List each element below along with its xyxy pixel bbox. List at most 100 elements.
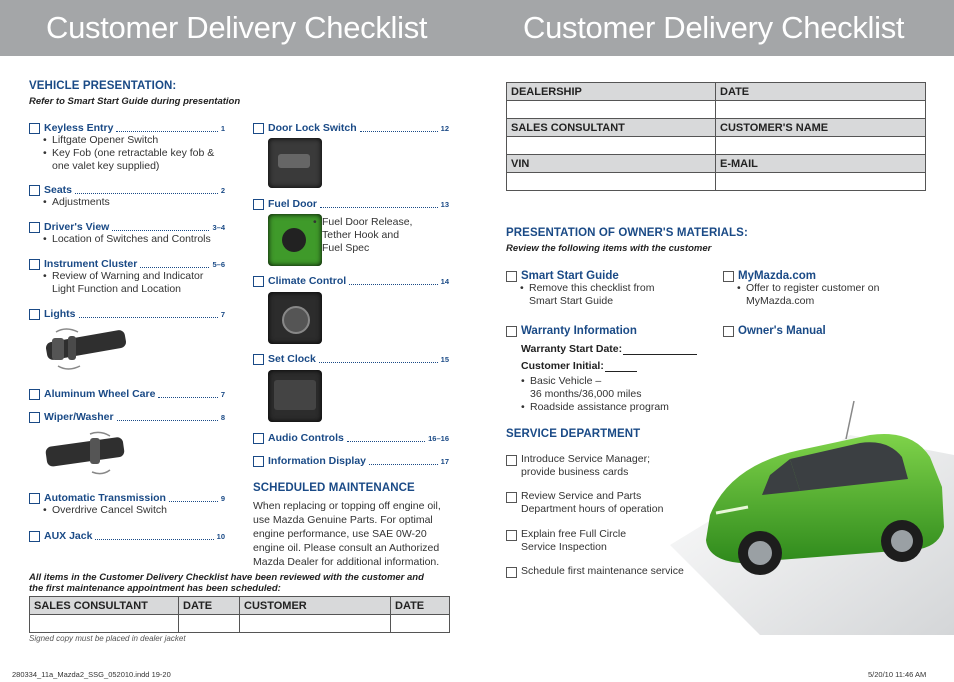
checkbox[interactable] bbox=[253, 275, 264, 287]
bullet-cont: 36 months/36,000 miles bbox=[530, 388, 642, 400]
checkbox[interactable] bbox=[723, 270, 734, 282]
checkbox[interactable] bbox=[29, 388, 40, 400]
owners-item-warranty[interactable]: Warranty Information bbox=[506, 325, 637, 337]
warranty-start-date-line[interactable] bbox=[623, 343, 698, 355]
bullet: Roadside assistance program bbox=[521, 401, 669, 414]
service-line: provide business cards bbox=[521, 466, 629, 478]
owners-subtitle: Review the following items with the cust… bbox=[506, 243, 712, 254]
item-label: Audio Controls bbox=[268, 432, 344, 444]
checkbox[interactable] bbox=[506, 530, 517, 541]
owners-item-mymazda[interactable]: MyMazda.com Offer to register customer o… bbox=[723, 270, 879, 308]
checkbox[interactable] bbox=[29, 221, 40, 233]
signoff-col-date: DATE bbox=[390, 596, 450, 615]
checkbox[interactable] bbox=[506, 492, 517, 503]
file-slug: 280334_11a_Mazda2_SSG_052010.indd 19-20 bbox=[12, 670, 171, 679]
checkbox[interactable] bbox=[253, 432, 264, 444]
service-item-schedule-maintenance[interactable]: Schedule first maintenance service bbox=[506, 565, 684, 578]
checkbox[interactable] bbox=[506, 325, 517, 337]
checkbox[interactable] bbox=[29, 122, 40, 134]
owners-title: PRESENTATION OF OWNER'S MATERIALS: bbox=[506, 227, 748, 239]
signoff-note: All items in the Customer Delivery Check… bbox=[29, 572, 424, 594]
owners-item-owners-manual[interactable]: Owner's Manual bbox=[723, 325, 826, 337]
item-label: Owner's Manual bbox=[738, 325, 826, 337]
checkbox[interactable] bbox=[253, 455, 264, 467]
service-line: Schedule first maintenance service bbox=[521, 565, 684, 577]
vehicle-section-title: VEHICLE PRESENTATION: bbox=[29, 80, 177, 92]
checkbox[interactable] bbox=[29, 492, 40, 504]
item-label: Instrument Cluster bbox=[44, 258, 138, 270]
page-number: 17 bbox=[440, 456, 449, 466]
info-cell[interactable] bbox=[506, 172, 716, 191]
item-label: Set Clock bbox=[268, 353, 316, 365]
checkbox[interactable] bbox=[29, 308, 40, 320]
checkbox[interactable] bbox=[723, 325, 734, 337]
info-cell[interactable] bbox=[506, 100, 716, 119]
info-cell[interactable] bbox=[715, 100, 926, 119]
checkbox[interactable] bbox=[29, 530, 40, 542]
info-label-customer-name: CUSTOMER'S NAME bbox=[715, 118, 926, 137]
checkbox[interactable] bbox=[29, 258, 40, 270]
info-table: DEALERSHIP DATE SALES CONSULTANT CUSTOME… bbox=[506, 82, 926, 191]
item-label: Climate Control bbox=[268, 275, 347, 287]
info-cell[interactable] bbox=[715, 172, 926, 191]
warranty-start-date: Warranty Start Date: bbox=[521, 343, 698, 355]
vehicle-section-subtitle: Refer to Smart Start Guide during presen… bbox=[29, 96, 241, 107]
item-label: Lights bbox=[44, 308, 76, 320]
bullet: Adjustments bbox=[43, 196, 225, 209]
info-cell[interactable] bbox=[715, 136, 926, 155]
signoff-cell[interactable] bbox=[239, 614, 391, 633]
checkbox[interactable] bbox=[253, 122, 264, 134]
checkbox[interactable] bbox=[506, 455, 517, 466]
item-label: Seats bbox=[44, 184, 73, 196]
item-label: Keyless Entry bbox=[44, 122, 114, 134]
checkbox[interactable] bbox=[29, 411, 40, 423]
bullet: Offer to register customer on bbox=[737, 282, 879, 295]
service-line: Review Service and Parts bbox=[521, 490, 642, 502]
page-title-right: Customer Delivery Checklist bbox=[523, 10, 905, 45]
fuel-door-bullets: Fuel Door Release, Tether Hook and Fuel … bbox=[313, 216, 412, 255]
wiper-stalk-image bbox=[45, 431, 125, 475]
customer-initial-line[interactable] bbox=[604, 360, 637, 372]
bullet: Overdrive Cancel Switch bbox=[43, 504, 225, 517]
door-lock-image bbox=[268, 138, 322, 188]
signoff-col-date: DATE bbox=[178, 596, 240, 615]
item-label: MyMazda.com bbox=[738, 270, 816, 282]
checklist-item-set-clock[interactable]: Set Clock 15 bbox=[253, 353, 449, 365]
info-label-dealership: DEALERSHIP bbox=[506, 82, 716, 101]
signoff-cell[interactable] bbox=[390, 614, 450, 633]
checkbox[interactable] bbox=[253, 198, 264, 210]
maintenance-line: Mazda Dealer for additional information. bbox=[253, 556, 440, 568]
checkbox[interactable] bbox=[253, 353, 264, 365]
checkbox[interactable] bbox=[506, 270, 517, 282]
page-number: 15 bbox=[440, 354, 449, 364]
owners-item-smart-start-guide[interactable]: Smart Start Guide Remove this checklist … bbox=[506, 270, 654, 308]
service-item-introduce-manager[interactable]: Introduce Service Manager;provide busine… bbox=[506, 453, 650, 479]
service-title: SERVICE DEPARTMENT bbox=[506, 428, 641, 440]
service-line: Introduce Service Manager; bbox=[521, 453, 650, 465]
checkbox[interactable] bbox=[29, 184, 40, 196]
info-cell[interactable] bbox=[506, 136, 716, 155]
checkbox[interactable] bbox=[506, 567, 517, 578]
signoff-cell[interactable] bbox=[178, 614, 240, 633]
maintenance-title: SCHEDULED MAINTENANCE bbox=[253, 482, 415, 494]
item-label: Wiper/Washer bbox=[44, 411, 114, 423]
page-number: 10 bbox=[216, 531, 225, 541]
maintenance-text: When replacing or topping off engine oil… bbox=[253, 499, 441, 569]
signoff-cell[interactable] bbox=[29, 614, 179, 633]
